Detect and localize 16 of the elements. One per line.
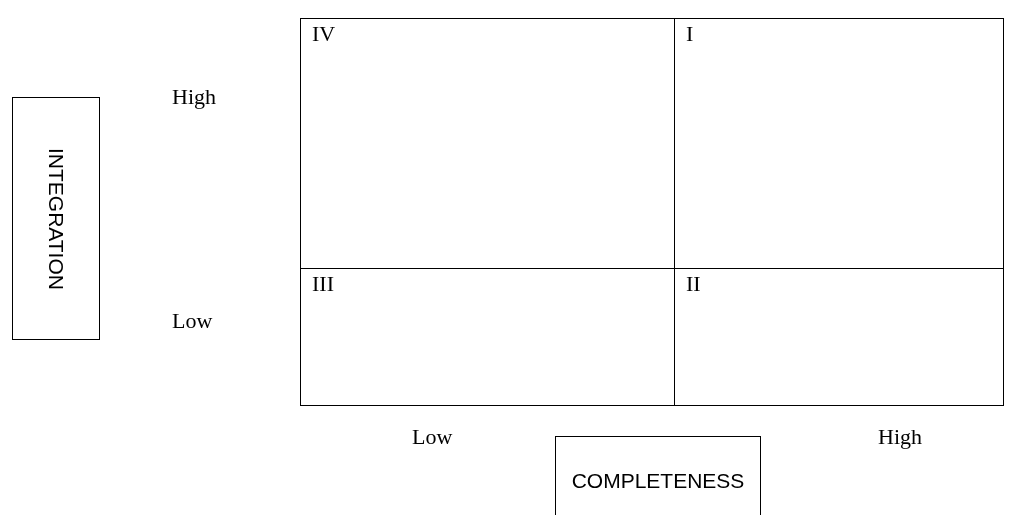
axis-level-label: High (172, 84, 216, 110)
axis-title-box (12, 97, 100, 340)
quadrant-number: III (312, 271, 334, 297)
axis-title: COMPLETENESS (571, 469, 745, 493)
axis-title: INTEGRATION (44, 147, 68, 290)
axis-title-box (555, 436, 761, 515)
axis-level-label: High (878, 424, 922, 450)
quadrant (674, 18, 1004, 269)
axis-level-label: Low (172, 308, 213, 334)
quadrant-number: II (686, 271, 701, 297)
quadrant (300, 268, 675, 406)
quadrant (300, 18, 675, 269)
axis-level-label: Low (412, 424, 453, 450)
quadrant-number: I (686, 21, 694, 47)
quadrant (674, 268, 1004, 406)
quadrant-number: IV (312, 21, 336, 47)
